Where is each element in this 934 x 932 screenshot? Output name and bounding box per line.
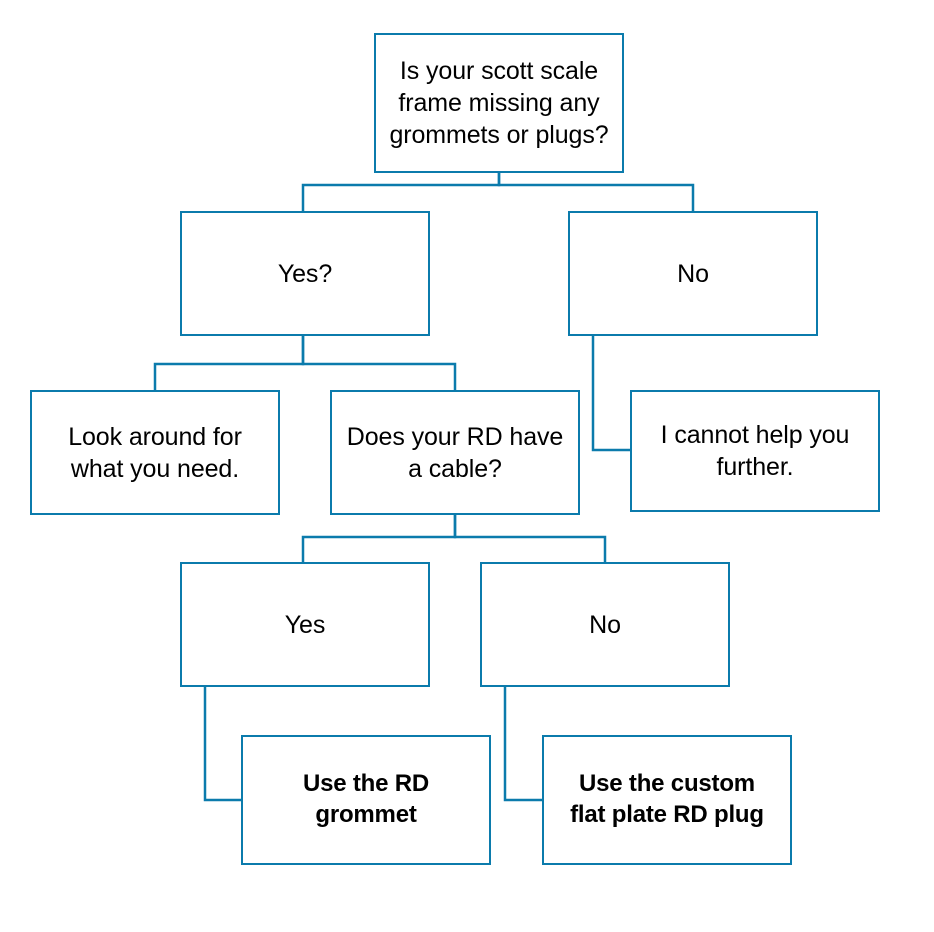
answer-no[interactable]: No [568,211,818,336]
edge-root-to-yes1 [301,173,501,211]
outcome-cannot-help-label: I cannot help you further. [660,421,850,481]
edge-cable-to-yes2 [301,515,457,562]
edge-no1-to-nohelp [591,336,630,452]
outcome-flat-plate-plug[interactable]: Use the custom flat plate RD plug [542,735,792,865]
answer-yes-question[interactable]: Yes? [180,211,430,336]
action-look-around-label: Look around for what you need. [68,422,242,483]
answer-yes[interactable]: Yes [180,562,430,687]
outcome-flat-plate-plug-label: Use the custom flat plate RD plug [570,770,764,828]
edge-yes2-to-grommet [203,687,241,802]
answer-yes-question-label: Yes? [277,259,333,288]
edge-yes1-to-look [153,336,305,390]
question-rd-cable-label: Does your RD have a cable? [346,422,564,483]
answer-yes-label: Yes [284,610,326,639]
action-look-around[interactable]: Look around for what you need. [30,390,280,515]
edge-yes1-to-cable [301,336,457,390]
question-missing-parts[interactable]: Is your scott scale frame missing any gr… [374,33,624,173]
edge-cable-to-no2 [453,515,607,562]
edge-root-to-no1 [497,173,695,211]
outcome-rd-grommet[interactable]: Use the RD grommet [241,735,491,865]
question-rd-cable[interactable]: Does your RD have a cable? [330,390,580,515]
answer-no-label: No [677,259,709,288]
answer-no-cable-label: No [589,610,621,639]
answer-no-cable[interactable]: No [480,562,730,687]
outcome-cannot-help[interactable]: I cannot help you further. [630,390,880,512]
question-missing-parts-label: Is your scott scale frame missing any gr… [389,57,609,149]
outcome-rd-grommet-label: Use the RD grommet [302,770,430,828]
edge-no2-to-plug [503,687,542,802]
